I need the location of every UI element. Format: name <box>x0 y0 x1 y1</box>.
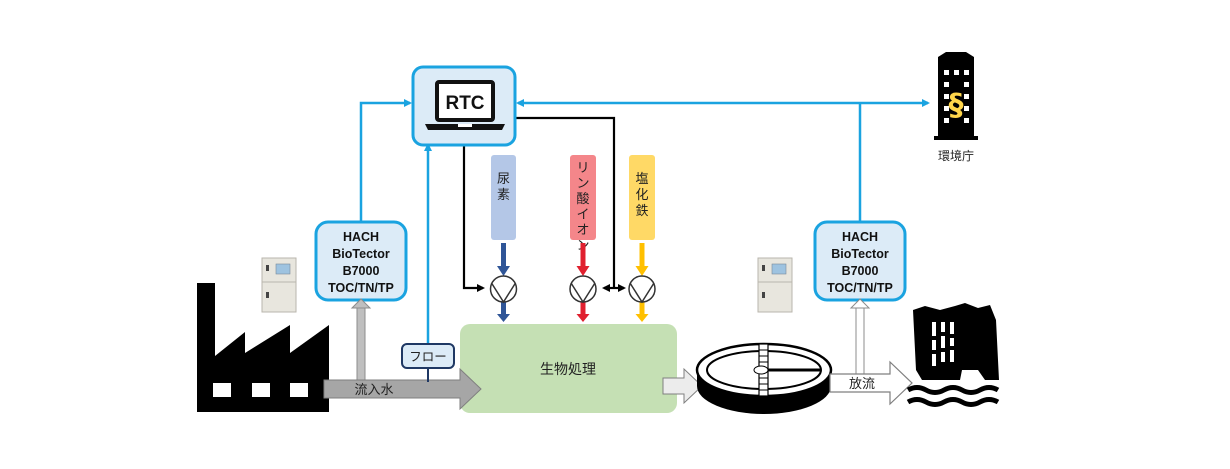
signal-line-inlet-analyzer <box>359 99 412 222</box>
signal-lines <box>359 99 930 344</box>
biological-treatment-label: 生物処理 <box>540 362 596 378</box>
flow-meter-box <box>401 343 455 369</box>
chemical-phosphate: リン酸イオン <box>570 155 596 322</box>
sample-line-outlet <box>849 298 871 375</box>
biological-treatment-box <box>460 324 677 413</box>
chemical-ferric-chloride: 塩化鉄 <box>629 155 655 322</box>
transfer-arrow <box>662 367 703 405</box>
chemical-label: 尿素 <box>497 172 510 203</box>
analyzer-line: B7000 <box>343 264 380 278</box>
pump-icon <box>628 275 656 304</box>
clarifier-icon <box>695 342 833 414</box>
flow-meter: フロー <box>401 343 455 382</box>
analyzer-line: HACH <box>842 230 878 244</box>
flow-meter-label: フロー <box>409 349 447 364</box>
chemical-tank <box>570 155 596 240</box>
analyzer-line: B7000 <box>842 264 879 278</box>
inflow-label: 流入水 <box>354 383 393 398</box>
analyzer-line: TOC/TN/TP <box>328 281 394 295</box>
pump-icon <box>569 275 597 304</box>
rtc-label: RTC <box>445 93 484 114</box>
discharge-arrow: 放流 <box>829 360 913 406</box>
river-icon <box>906 303 1000 407</box>
pump-icon <box>489 275 518 304</box>
authority-label: 環境庁 <box>938 148 974 163</box>
analyzer-line: TOC/TN/TP <box>827 281 893 295</box>
analyzer-line: HACH <box>343 230 379 244</box>
analyzer-outlet: HACH BioTector B7000 TOC/TN/TP <box>813 220 907 302</box>
analyzer-cabinet-icon <box>757 257 793 313</box>
section-symbol: § <box>949 88 964 123</box>
chemical-label: 塩化鉄 <box>635 172 648 219</box>
authority-building: § 環境庁 <box>934 52 978 163</box>
rtc-controller: RTC <box>411 65 517 147</box>
analyzer-inlet: HACH BioTector B7000 TOC/TN/TP <box>314 220 408 302</box>
sample-line-inlet <box>350 298 372 381</box>
laptop-icon <box>425 80 505 130</box>
chemical-tank <box>629 155 655 240</box>
law-building-icon: § <box>934 52 978 140</box>
factory-icon <box>197 283 329 412</box>
inflow-arrow: 流入水 <box>323 367 482 411</box>
control-line-main <box>516 116 616 288</box>
chemical-urea: 尿素 <box>491 155 516 322</box>
control-line-urea-pump <box>462 145 485 292</box>
chemical-tank <box>491 155 516 240</box>
analyzer-line: BioTector <box>831 247 889 261</box>
discharge-label: 放流 <box>849 377 875 392</box>
chemical-label: リン酸イオン <box>576 161 589 254</box>
analyzer-line: BioTector <box>332 247 390 261</box>
control-lines <box>462 116 626 292</box>
analyzer-cabinet-icon <box>261 257 297 313</box>
